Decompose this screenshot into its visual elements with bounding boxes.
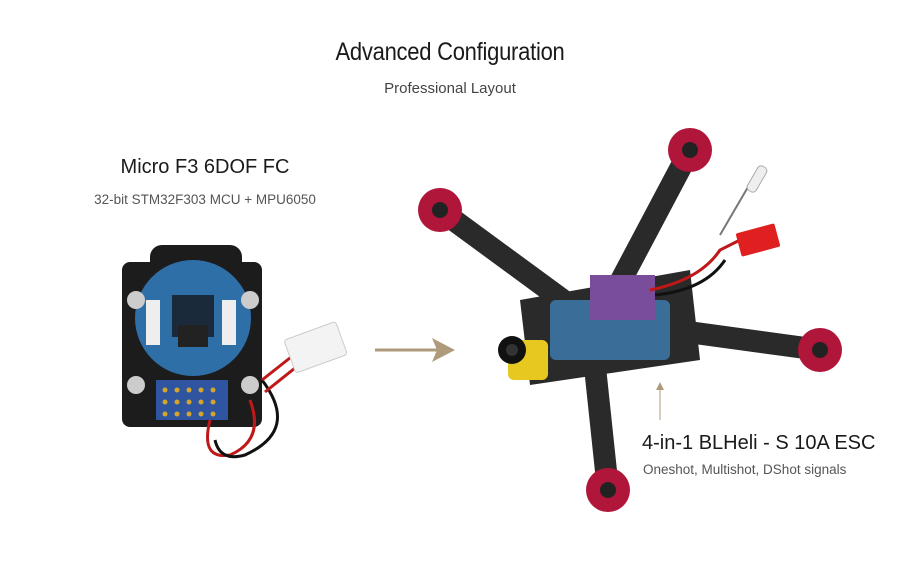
page-subtitle: Professional Layout bbox=[384, 80, 516, 97]
motor-icon bbox=[418, 128, 842, 512]
fc-description: 32-bit STM32F303 MCU + MPU6050 bbox=[94, 192, 316, 207]
fc-title: Micro F3 6DOF FC bbox=[120, 156, 290, 178]
drone-quadcopter bbox=[418, 128, 842, 512]
esc-description: Oneshot, Multishot, DShot signals bbox=[643, 462, 847, 477]
arrow-icon bbox=[375, 338, 455, 362]
esc-title: 4-in-1 BLHeli - S 10A ESC bbox=[642, 432, 876, 454]
page-title: Advanced Configuration bbox=[335, 38, 565, 66]
flight-controller-board bbox=[122, 245, 348, 459]
